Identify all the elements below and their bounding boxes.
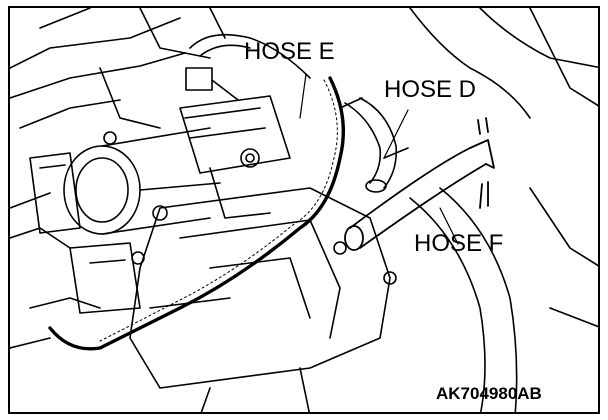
hose-d [339, 97, 409, 193]
hose-e-label: HOSE E [244, 38, 335, 65]
hose-f [344, 117, 495, 251]
hose-d-label: HOSE D [384, 76, 477, 103]
engine-block [10, 8, 226, 349]
canister [29, 127, 221, 235]
right-panels [409, 8, 598, 412]
lower-housing [69, 187, 397, 412]
hose-e-ribs [97, 79, 338, 343]
diagram-frame [8, 6, 600, 414]
figure-code: AK704980AB [436, 384, 542, 403]
leader-lines [299, 73, 459, 245]
engine-line-drawing [10, 8, 598, 412]
hose-f-label: HOSE F [414, 230, 504, 257]
hose-e [48, 76, 345, 351]
bracket-assembly [179, 33, 311, 219]
